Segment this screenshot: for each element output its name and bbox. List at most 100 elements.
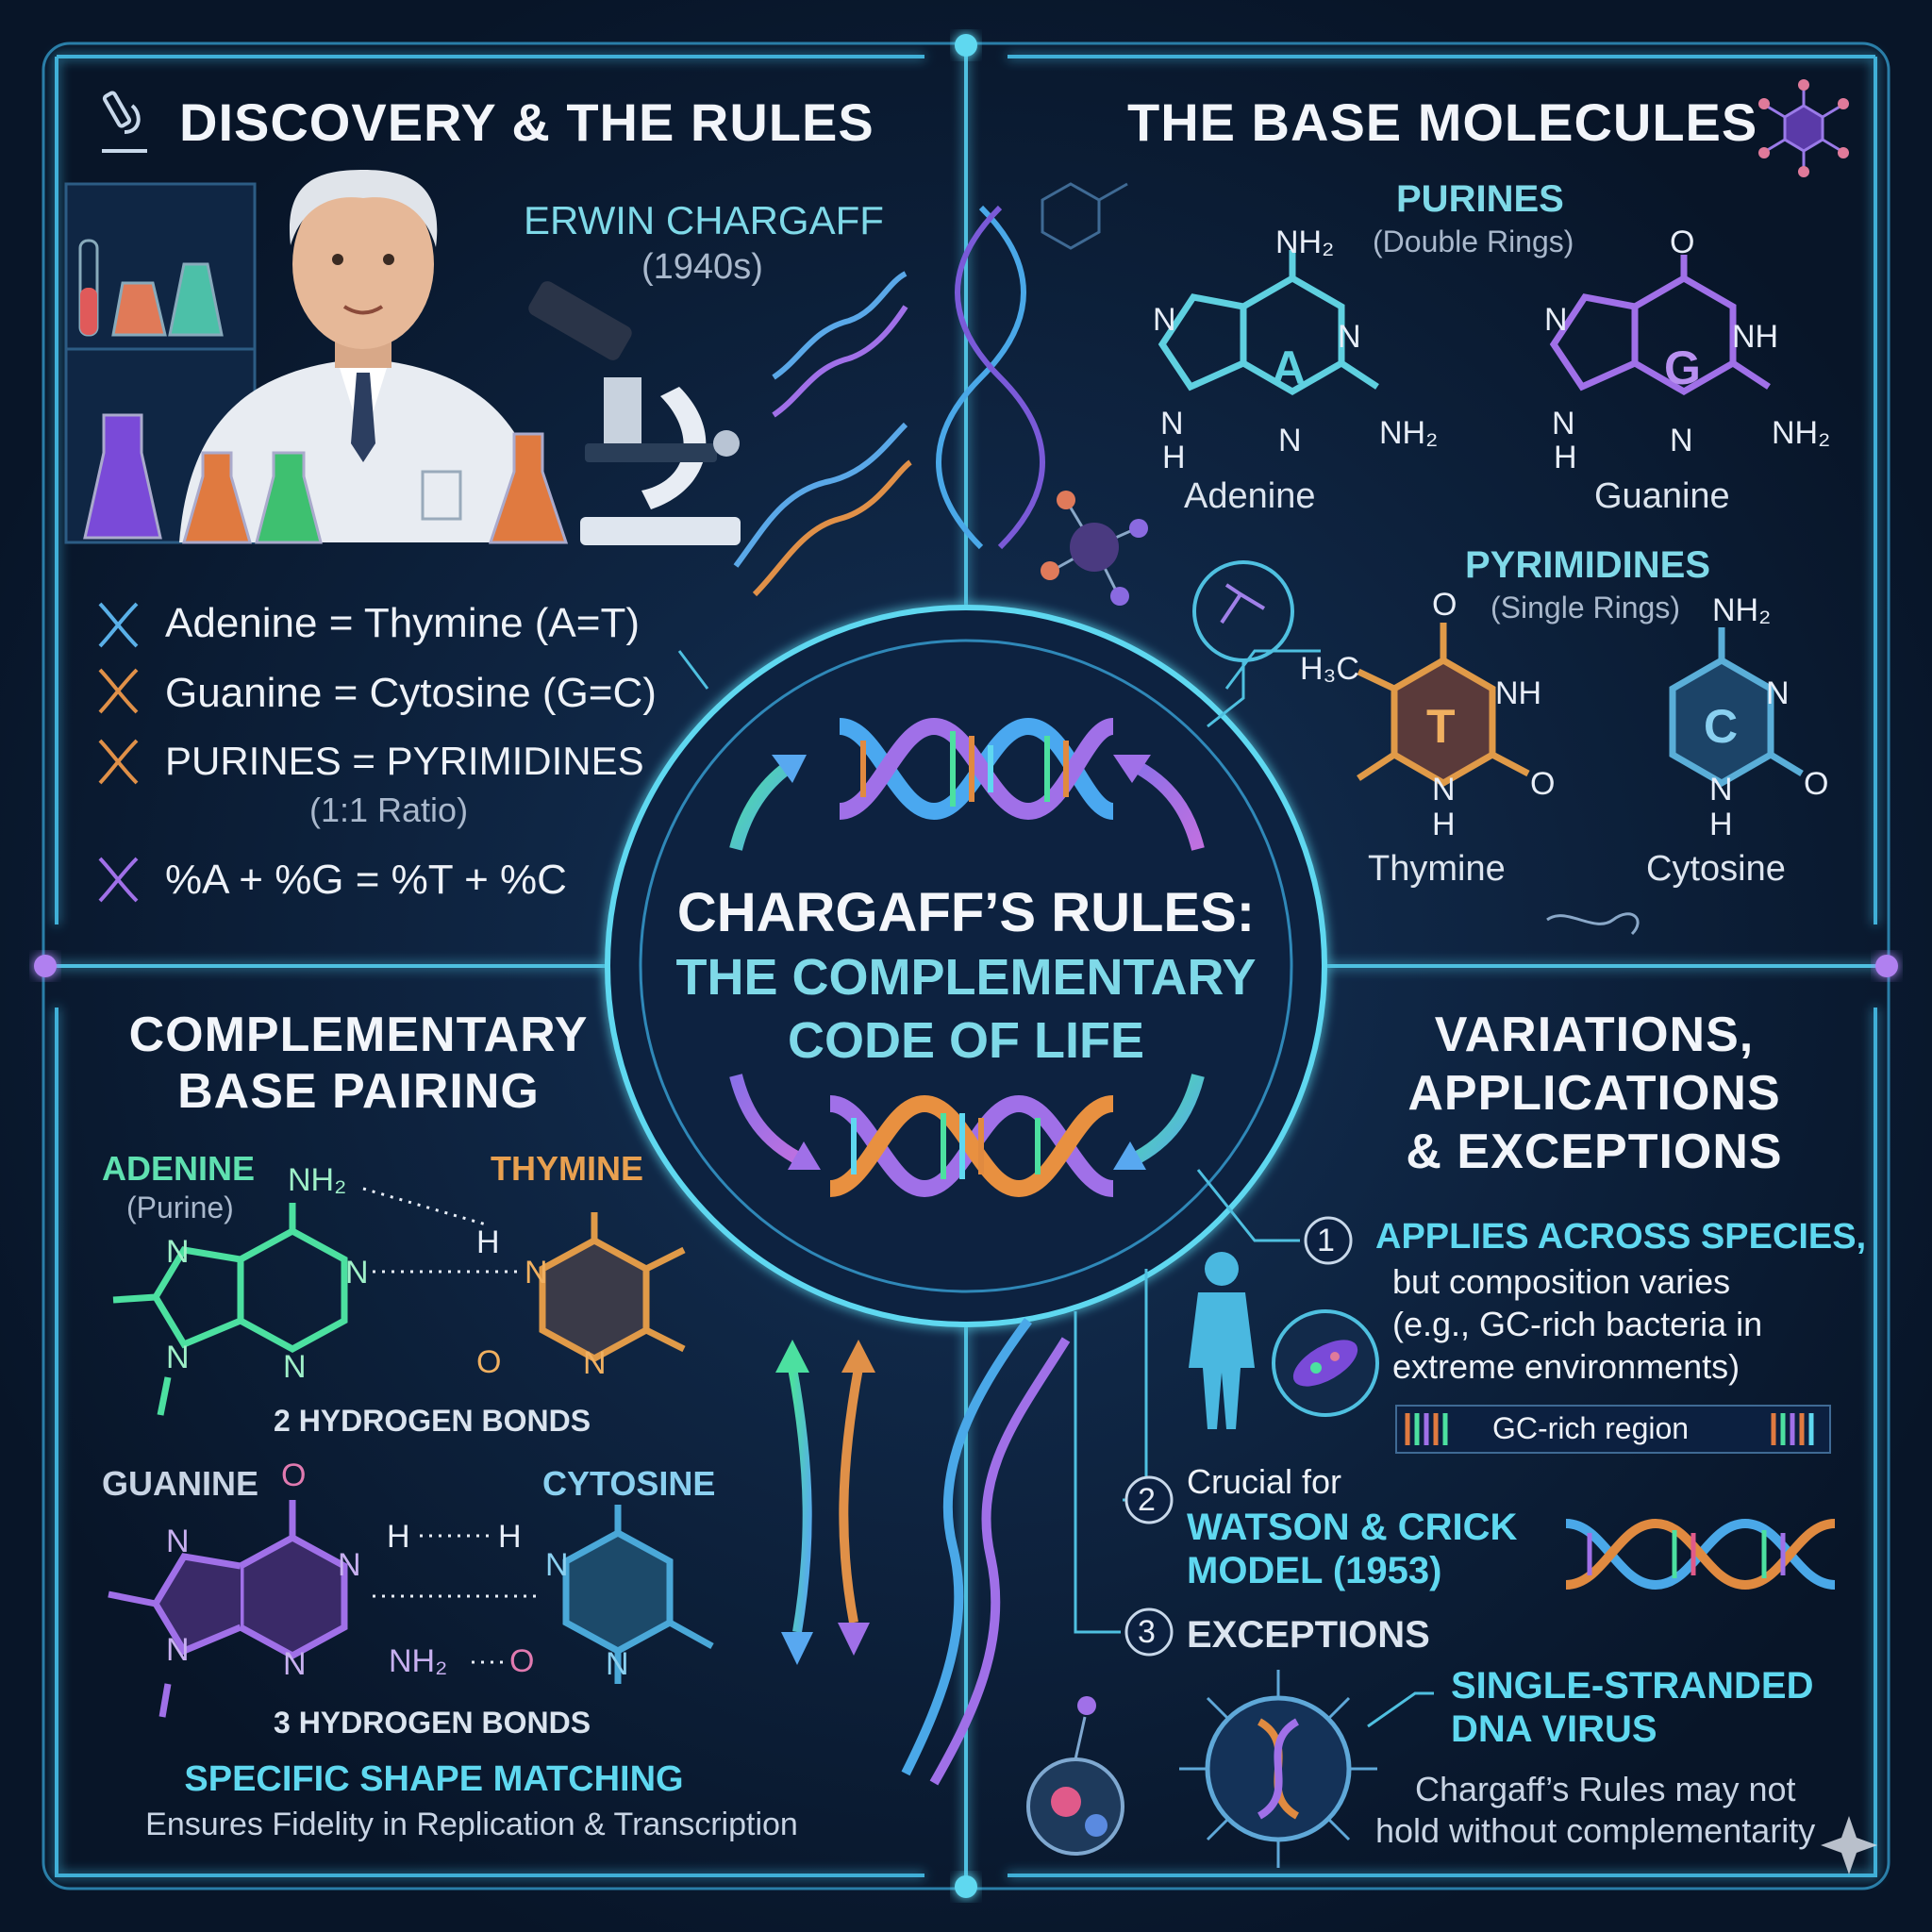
pyrimidines-title: PYRIMIDINES xyxy=(1465,544,1711,586)
item-1-body-line-3: extreme environments) xyxy=(1392,1347,1740,1386)
q3-title-line-1: COMPLEMENTARY xyxy=(128,1008,589,1062)
q3-footer-title: SPECIFIC SHAPE MATCHING xyxy=(184,1759,684,1799)
guanine-n1: N xyxy=(1544,302,1568,338)
q3-title-line-2: BASE PAIRING xyxy=(177,1064,540,1119)
item-1-number: 1 xyxy=(1317,1223,1335,1258)
pair1-n-top: N xyxy=(166,1234,190,1270)
pair1-o: O xyxy=(476,1344,502,1380)
pair1-bond-count: 2 HYDROGEN BONDS xyxy=(274,1404,591,1438)
gc-rich-label: GC-rich region xyxy=(1492,1411,1690,1445)
item-2-title-line-2: MODEL (1953) xyxy=(1187,1550,1442,1591)
pair1-left-sub: (Purine) xyxy=(126,1191,234,1224)
pair1-n-right: N xyxy=(525,1255,548,1291)
guanine-letter: G xyxy=(1664,341,1701,394)
pair2-o-c: O xyxy=(509,1643,535,1679)
pair2-bond-count: 3 HYDROGEN BONDS xyxy=(274,1706,591,1740)
guanine-n4: N xyxy=(1552,406,1575,441)
pair1-nh2: NH₂ xyxy=(288,1162,347,1198)
pair2-right-name: CYTOSINE xyxy=(542,1464,716,1503)
cytosine-nh2: NH₂ xyxy=(1712,592,1772,628)
item-1-body-line-2: (e.g., GC-rich bacteria in xyxy=(1392,1305,1763,1343)
q4-title-line-3: & EXCEPTIONS xyxy=(1406,1124,1783,1179)
adenine-n1: N xyxy=(1153,302,1176,338)
pair1-left-name: ADENINE xyxy=(102,1149,256,1188)
q1-title: DISCOVERY & THE RULES xyxy=(179,92,874,152)
pair1-n-lower-left: N xyxy=(166,1340,190,1375)
cytosine-n: N xyxy=(1709,772,1733,808)
adenine-nh2-side: NH₂ xyxy=(1379,415,1439,451)
item-1-title: APPLIES ACROSS SPECIES, xyxy=(1375,1217,1867,1257)
pair2-left-name: GUANINE xyxy=(102,1464,259,1503)
rule-at: Adenine = Thymine (A=T) xyxy=(165,600,640,646)
thymine-h: H xyxy=(1432,807,1456,842)
center-title-line-3: CODE OF LIFE xyxy=(788,1012,1144,1069)
virus-title-line-2: DNA VIRUS xyxy=(1451,1708,1657,1750)
purines-title: PURINES xyxy=(1396,178,1564,220)
virus-title-line-1: SINGLE-STRANDED xyxy=(1451,1665,1814,1707)
thymine-n: N xyxy=(1432,772,1456,808)
q4-title-line-2: APPLICATIONS xyxy=(1407,1066,1781,1121)
virus-body-line-2: hold without complementarity xyxy=(1375,1811,1816,1850)
guanine-h: H xyxy=(1554,440,1577,475)
pair2-h-left: H xyxy=(387,1519,410,1555)
rule-gc: Guanine = Cytosine (G=C) xyxy=(165,670,657,716)
item-3-title: EXCEPTIONS xyxy=(1187,1614,1430,1656)
center-title-line-2: THE COMPLEMENTARY xyxy=(675,949,1257,1006)
pair2-nh2: NH₂ xyxy=(389,1643,448,1679)
purines-sub: (Double Rings) xyxy=(1373,225,1574,258)
adenine-name: Adenine xyxy=(1184,476,1316,516)
pair2-n-c-bottom: N xyxy=(606,1646,629,1682)
item-2-intro: Crucial for xyxy=(1187,1462,1342,1501)
cytosine-o: O xyxy=(1804,766,1829,802)
rule-ratio: (1:1 Ratio) xyxy=(309,791,469,829)
pair1-n-bottom: N xyxy=(283,1349,307,1385)
adenine-h: H xyxy=(1162,440,1186,475)
pair2-n-bottom: N xyxy=(283,1646,307,1682)
pair2-o: O xyxy=(281,1457,307,1493)
item-1-body-line-1: but composition varies xyxy=(1392,1262,1731,1301)
pair2-n-lower-left: N xyxy=(166,1632,190,1668)
q4-title-line-1: VARIATIONS, xyxy=(1434,1008,1755,1062)
cytosine-h: H xyxy=(1709,807,1733,842)
pair1-h: H xyxy=(476,1224,500,1260)
rule-percent: %A + %G = %T + %C xyxy=(165,857,567,903)
pair1-n-t-bottom: N xyxy=(583,1345,607,1381)
pair2-n-h: N xyxy=(338,1547,361,1583)
guanine-nh: NH xyxy=(1732,319,1779,355)
rule-purines: PURINES = PYRIMIDINES xyxy=(165,739,644,783)
pair1-n-left: N xyxy=(345,1255,369,1291)
virus-body-line-1: Chargaff’s Rules may not xyxy=(1415,1770,1796,1808)
center-title-line-1: CHARGAFF’S RULES: xyxy=(676,882,1256,943)
guanine-n3: N xyxy=(1670,423,1693,458)
item-3-number: 3 xyxy=(1138,1614,1156,1650)
cytosine-n-side: N xyxy=(1766,675,1790,711)
adenine-n3: N xyxy=(1278,423,1302,458)
pyrimidines-sub: (Single Rings) xyxy=(1491,591,1680,625)
pair2-n-c: N xyxy=(545,1547,569,1583)
guanine-name: Guanine xyxy=(1594,476,1730,516)
guanine-nh2: NH₂ xyxy=(1772,415,1831,451)
pair2-h-right: H xyxy=(498,1519,522,1555)
adenine-nh2-top: NH₂ xyxy=(1275,225,1335,260)
pair2-n-top: N xyxy=(166,1524,190,1559)
guanine-o: O xyxy=(1670,225,1695,260)
adenine-n2: N xyxy=(1338,319,1361,355)
q2-title: THE BASE MOLECULES xyxy=(1127,92,1758,152)
q3-footer-sub: Ensures Fidelity in Replication & Transc… xyxy=(145,1807,798,1842)
adenine-letter: A xyxy=(1272,341,1307,394)
thymine-letter: T xyxy=(1426,700,1456,753)
thymine-o-side: O xyxy=(1530,766,1556,802)
item-2-number: 2 xyxy=(1138,1482,1156,1518)
scientist-era: (1940s) xyxy=(641,247,763,287)
cytosine-letter: C xyxy=(1704,700,1739,753)
scientist-name: ERWIN CHARGAFF xyxy=(524,198,884,242)
cytosine-name: Cytosine xyxy=(1646,849,1786,889)
thymine-name: Thymine xyxy=(1368,849,1506,889)
thymine-nh: NH xyxy=(1495,675,1542,711)
adenine-n4: N xyxy=(1160,406,1184,441)
thymine-o-top: O xyxy=(1432,587,1457,623)
thymine-h3c: H₃C xyxy=(1300,651,1359,687)
pair1-right-name: THYMINE xyxy=(491,1149,643,1188)
item-2-title-line-1: WATSON & CRICK xyxy=(1187,1507,1518,1548)
